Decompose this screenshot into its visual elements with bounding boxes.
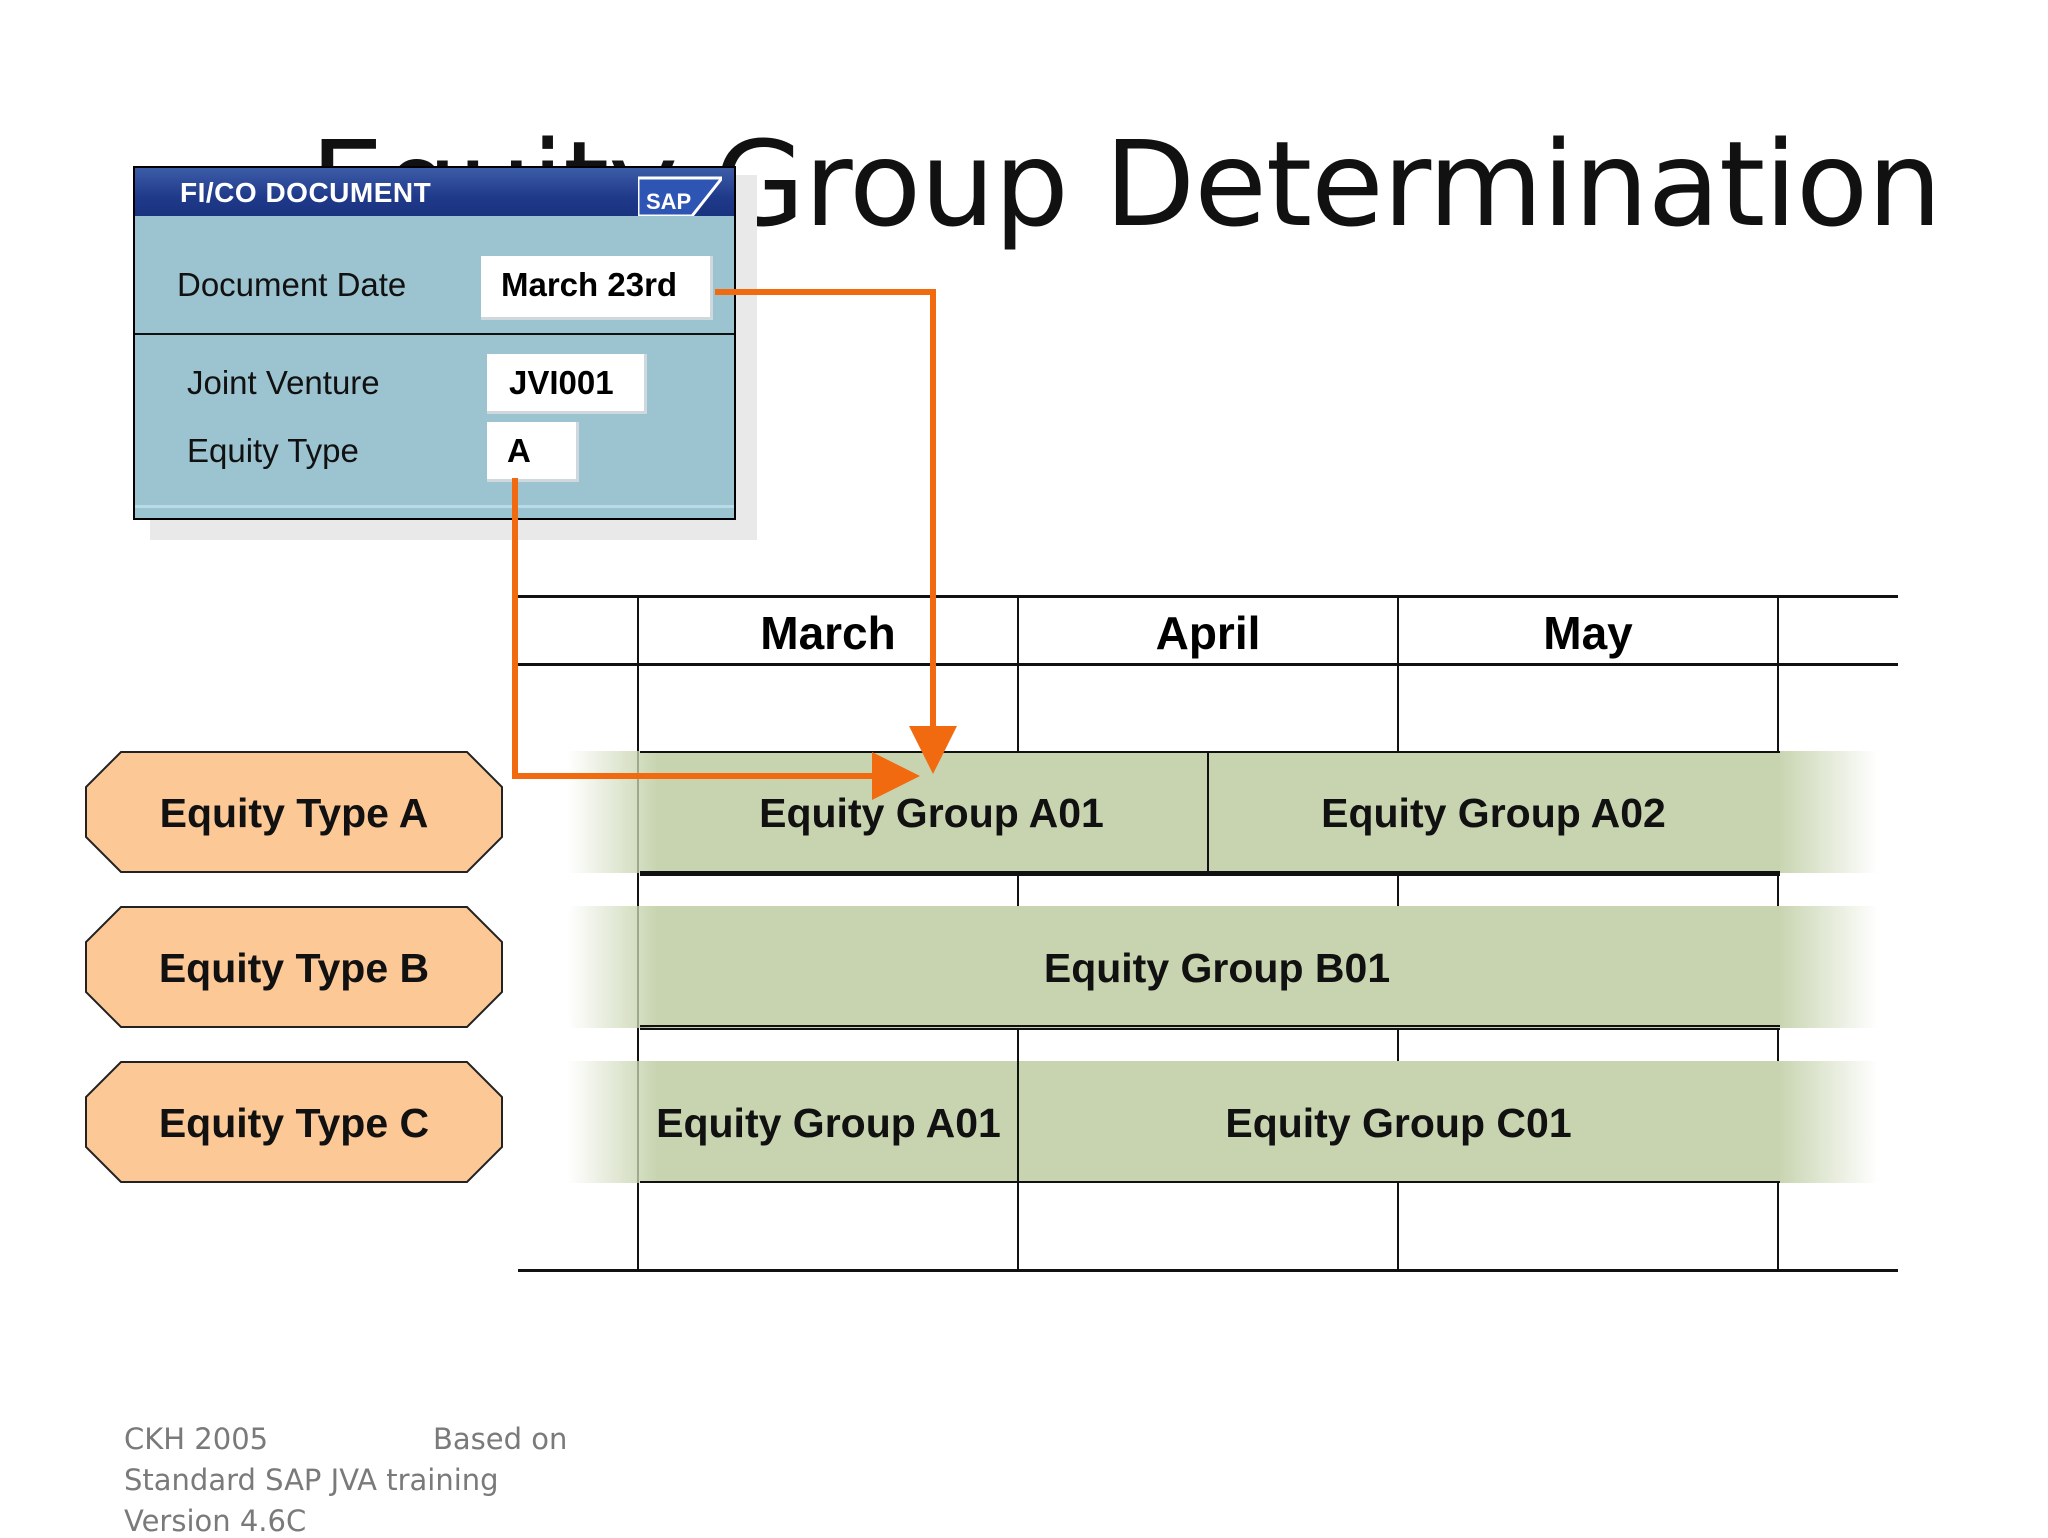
band-fade-left bbox=[568, 906, 658, 1028]
equity-type-a-label: Equity Type A bbox=[159, 790, 429, 836]
row-a-top-line bbox=[640, 751, 1780, 753]
document-date-field[interactable]: March 23rd bbox=[481, 256, 713, 320]
group-a01-row-c: Equity Group A01 bbox=[656, 1100, 1001, 1146]
band-fade-right bbox=[1778, 1061, 1878, 1183]
grid-line-top bbox=[518, 595, 1898, 598]
grid-line-header bbox=[518, 663, 1898, 666]
grid-line-bottom bbox=[518, 1269, 1898, 1272]
band-fade-right bbox=[1778, 751, 1878, 873]
footer-version: Version 4.6C bbox=[124, 1504, 307, 1538]
joint-venture-field[interactable]: JVI001 bbox=[487, 354, 647, 414]
document-titlebar: FI/CO DOCUMENT SAP bbox=[135, 168, 734, 216]
sap-logo-icon: SAP bbox=[638, 176, 722, 216]
row-c-split bbox=[1017, 1061, 1019, 1183]
band-row-c bbox=[656, 1061, 1778, 1183]
equity-type-field[interactable]: A bbox=[487, 422, 579, 482]
type-to-group-arrow bbox=[512, 478, 920, 800]
row-c-bottom-line bbox=[640, 1181, 1780, 1183]
document-bottom-edge bbox=[135, 505, 734, 508]
grid-line-gap-1 bbox=[640, 873, 1780, 876]
band-fade-right bbox=[1778, 906, 1878, 1028]
grid-line-gap-2 bbox=[640, 1027, 1780, 1030]
band-fade-left bbox=[568, 751, 658, 873]
row-a-bottom-line bbox=[640, 871, 1780, 873]
document-divider bbox=[135, 333, 734, 335]
footer-source: Standard SAP JVA training bbox=[124, 1463, 499, 1497]
equity-type-c-tag bbox=[85, 1061, 503, 1183]
group-a01-row-a: Equity Group A01 bbox=[759, 790, 1104, 836]
group-a02-row-a: Equity Group A02 bbox=[1321, 790, 1666, 836]
equity-type-c-label: Equity Type C bbox=[158, 1100, 430, 1146]
group-c01-row-c: Equity Group C01 bbox=[1225, 1100, 1572, 1146]
equity-type-a-tag bbox=[85, 751, 503, 873]
footer-based-on: Based on bbox=[433, 1422, 568, 1456]
sap-logo-text: SAP bbox=[646, 189, 691, 214]
equity-type-b-label: Equity Type B bbox=[158, 945, 430, 991]
band-row-b bbox=[656, 906, 1778, 1028]
footer-author: CKH 2005 bbox=[124, 1422, 269, 1456]
group-b01-row-b: Equity Group B01 bbox=[1043, 945, 1391, 991]
month-header-march: March bbox=[760, 607, 896, 659]
equity-type-label: Equity Type bbox=[187, 432, 359, 469]
band-fade-left bbox=[568, 1061, 658, 1183]
joint-venture-label: Joint Venture bbox=[187, 364, 380, 401]
band-row-a bbox=[656, 751, 1778, 873]
month-header-april: April bbox=[1155, 607, 1261, 659]
date-to-month-arrow bbox=[715, 289, 957, 774]
document-date-label: Document Date bbox=[177, 266, 407, 303]
row-a-split bbox=[1207, 751, 1209, 873]
month-header-may: May bbox=[1543, 607, 1633, 659]
document-window-title: FI/CO DOCUMENT bbox=[180, 177, 432, 208]
row-b-bottom-line bbox=[640, 1025, 1780, 1027]
equity-type-b-tag bbox=[85, 906, 503, 1028]
fico-document-window: FI/CO DOCUMENT SAP Document Date March 2… bbox=[133, 166, 736, 520]
